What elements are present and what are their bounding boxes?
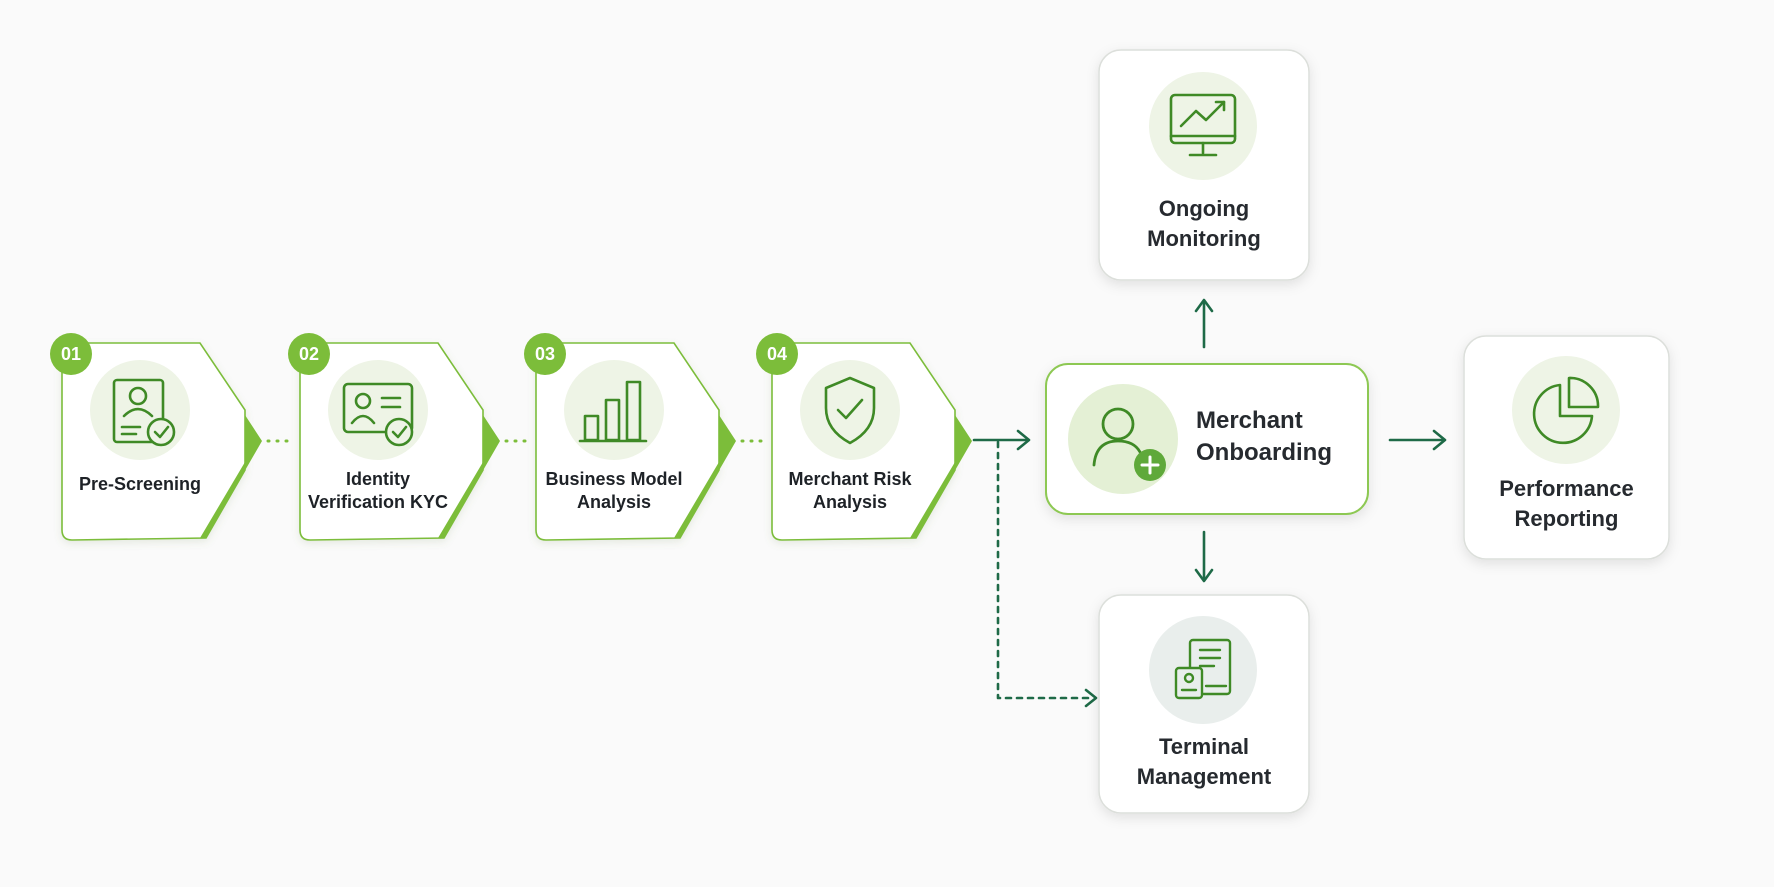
monitor-chart-icon bbox=[1169, 93, 1237, 157]
step-04-label-line-1: Merchant Risk bbox=[788, 469, 912, 489]
id-card-check-icon bbox=[342, 382, 414, 447]
terminal-label-line-2: Management bbox=[1136, 764, 1272, 789]
reporting-label-line-1: Performance bbox=[1499, 476, 1634, 501]
step-04-icon-bg bbox=[800, 360, 900, 460]
step-02-label-line-1: Identity bbox=[345, 469, 410, 489]
terminal-label: Terminal Management bbox=[1099, 732, 1309, 792]
monitoring-icon-bg bbox=[1149, 72, 1257, 180]
step-04-number: 04 bbox=[766, 344, 788, 364]
arrow-to-onboarding bbox=[972, 429, 1031, 451]
pie-chart-icon bbox=[1532, 376, 1600, 445]
monitoring-label: Ongoing Monitoring bbox=[1099, 194, 1309, 254]
reporting-label: Performance Reporting bbox=[1464, 474, 1669, 534]
step-03-badge bbox=[524, 333, 566, 375]
step-01-number: 01 bbox=[60, 344, 82, 364]
step-04-badge bbox=[756, 333, 798, 375]
monitoring-label-line-2: Monitoring bbox=[1147, 226, 1261, 251]
arrow-to-terminal bbox=[1194, 530, 1214, 583]
merchant-label-line-1: Merchant bbox=[1196, 407, 1303, 434]
arrow-to-reporting bbox=[1388, 429, 1447, 451]
step-02-number: 02 bbox=[298, 344, 320, 364]
monitoring-label-line-1: Ongoing bbox=[1158, 196, 1250, 221]
arrow-to-monitoring bbox=[1194, 298, 1214, 349]
step-03-label: Business Model Analysis bbox=[529, 468, 699, 514]
bar-chart-icon bbox=[578, 380, 648, 443]
reporting-label-line-2: Reporting bbox=[1514, 506, 1619, 531]
dashed-arrow-to-terminal bbox=[996, 440, 1098, 708]
step-04-label: Merchant Risk Analysis bbox=[765, 468, 935, 514]
step-03-label-line-2: Analysis bbox=[576, 492, 652, 512]
step-02-label-line-2: Verification KYC bbox=[307, 492, 449, 512]
step-02-badge bbox=[288, 333, 330, 375]
step-01-label: Pre-Screening bbox=[55, 473, 225, 496]
step-03-icon-bg bbox=[564, 360, 664, 460]
terminal-documents-icon bbox=[1174, 638, 1232, 700]
step-04-label-line-2: Analysis bbox=[812, 492, 888, 512]
terminal-label-line-1: Terminal bbox=[1158, 734, 1250, 759]
user-plus-icon bbox=[1092, 407, 1142, 467]
step-03-label-line-1: Business Model bbox=[545, 469, 683, 489]
step-03-number: 03 bbox=[534, 344, 556, 364]
merchant-label-line-2: Onboarding bbox=[1196, 439, 1332, 466]
reporting-icon-bg bbox=[1512, 356, 1620, 464]
merchant-onboarding-label: Merchant Onboarding bbox=[1196, 405, 1366, 469]
profile-document-check-icon bbox=[112, 378, 176, 447]
step-02-label: Identity Verification KYC bbox=[293, 468, 463, 514]
shield-check-icon bbox=[824, 376, 876, 445]
step-01-label-line-1: Pre-Screening bbox=[78, 474, 202, 494]
step-01-badge bbox=[50, 333, 92, 375]
